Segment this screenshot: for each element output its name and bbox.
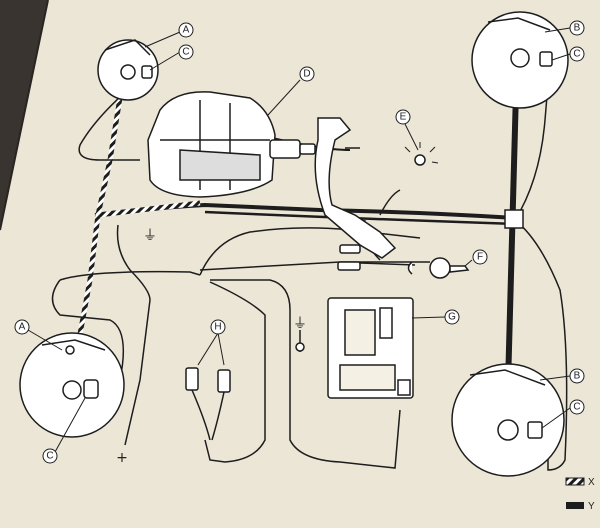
callout-e: E — [395, 109, 411, 125]
legend-swatch-y — [566, 502, 584, 509]
legend-label-y: Y — [588, 501, 595, 512]
callout-label: C — [46, 451, 53, 462]
legend-swatch-x — [565, 477, 585, 486]
callout-label: A — [183, 25, 190, 36]
callout-c-top: C — [178, 44, 194, 60]
callout-label: E — [400, 112, 407, 123]
callout-label: A — [19, 322, 26, 333]
warning-lamp — [404, 142, 439, 166]
callout-label: B — [574, 371, 581, 382]
callout-label: F — [477, 252, 483, 263]
callout-c-right: C — [569, 46, 585, 62]
callout-label: H — [214, 322, 221, 333]
callout-g: G — [444, 309, 460, 325]
callout-leaders — [27, 27, 571, 453]
ground-terminal — [295, 342, 305, 352]
legend-label-x: X — [588, 477, 595, 488]
callout-a-top: A — [178, 22, 194, 38]
callout-label: G — [448, 312, 456, 323]
plus-symbol: + — [116, 450, 128, 466]
brake-disc-front-right — [471, 11, 569, 109]
connector-pair — [185, 367, 231, 441]
callout-d: D — [299, 66, 315, 82]
brake-disc-rear-left — [19, 332, 125, 438]
brake-disc-rear-right — [451, 363, 565, 477]
callout-a-left: A — [14, 319, 30, 335]
ground-symbol-left: ⏚ — [143, 228, 157, 244]
callout-label: D — [303, 69, 310, 80]
brake-pedal — [314, 117, 397, 259]
callout-b-bottom: B — [569, 368, 585, 384]
callout-label: C — [573, 402, 580, 413]
wire-legend: X Y — [565, 477, 595, 512]
brake-master-cylinder — [147, 91, 316, 198]
brake-disc-front-left — [97, 39, 159, 101]
callout-b-right: B — [569, 20, 585, 36]
callout-label: B — [574, 23, 581, 34]
ground-symbol-center: ⏚ — [293, 316, 307, 332]
ignition-switch — [337, 244, 470, 279]
callout-c-left: C — [42, 448, 58, 464]
callout-label: C — [182, 47, 189, 58]
callout-c-bottom: C — [569, 399, 585, 415]
control-module — [327, 297, 414, 399]
callout-f: F — [472, 249, 488, 265]
junction-block — [504, 209, 524, 229]
callout-h: H — [210, 319, 226, 335]
callout-label: C — [573, 49, 580, 60]
